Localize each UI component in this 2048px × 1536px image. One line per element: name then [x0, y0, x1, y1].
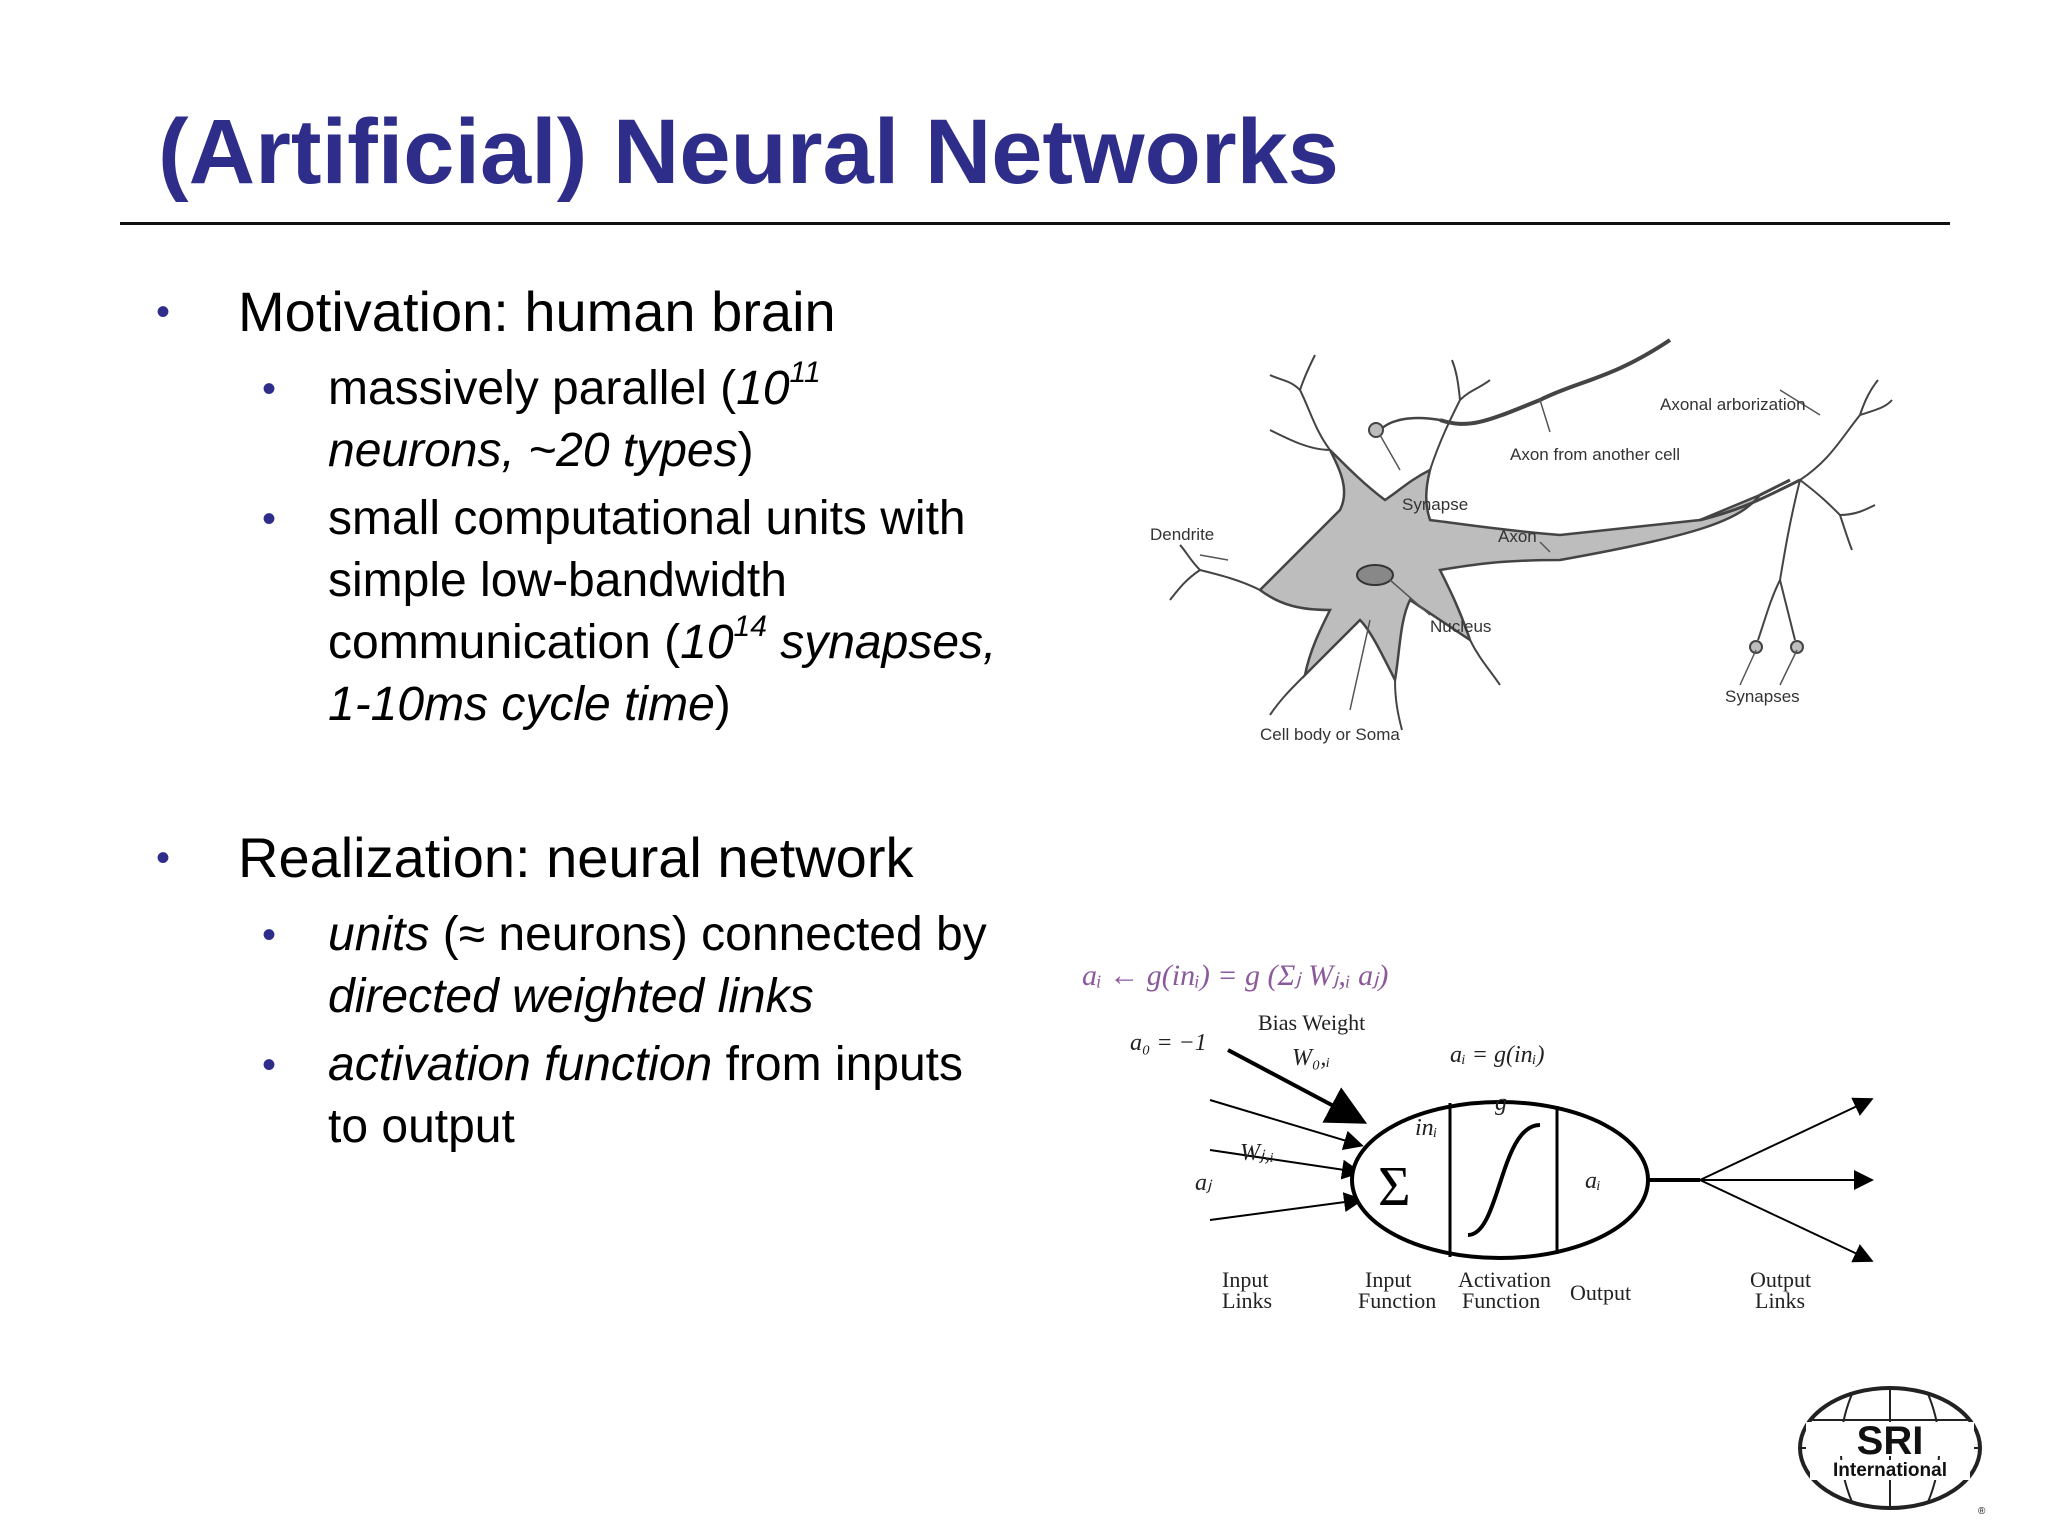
label-g: g: [1495, 1090, 1507, 1116]
input-link: [1209, 1192, 1364, 1221]
label-dendrite: Dendrite: [1150, 525, 1214, 544]
neuron-diagram: Axonal arborization Axon from another ce…: [1150, 338, 1893, 744]
label-axon-from-another-cell: Axon from another cell: [1510, 445, 1680, 464]
label-axonal-arborization: Axonal arborization: [1660, 395, 1806, 414]
bullet-list: • Motivation: human brain • massively pa…: [150, 280, 1010, 1164]
label-bias-weight: Bias Weight: [1258, 1010, 1365, 1035]
slide-title: (Artificial) Neural Networks: [158, 101, 1339, 203]
svg-text:Function: Function: [1462, 1288, 1540, 1313]
output-link: [1699, 1097, 1874, 1181]
synapse-knob: [1368, 422, 1384, 438]
logo-main-text: SRI: [1857, 1419, 1924, 1463]
label-a0: a₀ = −1: [1130, 1030, 1207, 1056]
activation-formula: aᵢ ← g(inᵢ) = g (Σⱼ Wⱼ,ᵢ aⱼ): [1082, 959, 1389, 992]
bullet-motivation: • Motivation: human brain: [150, 280, 1010, 344]
bullet-dot: •: [262, 1043, 277, 1087]
sri-logo: SRI International ®: [1798, 1386, 1986, 1517]
label-input-function: Input: [1365, 1267, 1411, 1292]
label-output-links: Output: [1750, 1267, 1811, 1292]
subbullet-units: • units (≈ neurons) connected by directe…: [150, 904, 1010, 1028]
output-link: [1699, 1179, 1874, 1263]
bullet-text: Realization: neural network: [238, 826, 914, 889]
title-rule: [120, 222, 1950, 225]
sigmoid-curve: [1467, 1123, 1541, 1237]
cell-body: [1258, 449, 1761, 684]
label-synapse: Synapse: [1402, 495, 1468, 514]
logo-registered-mark: ®: [1978, 1506, 1986, 1517]
bullet-text: Motivation: human brain: [238, 280, 836, 343]
label-axon: Axon: [1498, 527, 1537, 546]
bias-link: [1227, 1048, 1368, 1124]
label-input-links: Input: [1222, 1267, 1268, 1292]
nucleus: [1356, 564, 1394, 586]
incoming-axon: [1439, 338, 1672, 426]
sigma-symbol: Σ: [1378, 1156, 1411, 1218]
subbullet-activation: • activation function from inputs to out…: [150, 1034, 1010, 1158]
bullet-dot: •: [156, 836, 171, 880]
label-output: Output: [1570, 1280, 1631, 1305]
unit-diagram: Bias Weight W₀,ᵢ a₀ = −1 aᵢ = g(inᵢ) Wⱼ,…: [1130, 1010, 1874, 1313]
label-w0i: W₀,ᵢ: [1292, 1045, 1330, 1071]
label-ai: aᵢ: [1585, 1168, 1601, 1194]
bullet-dot: •: [262, 367, 277, 411]
bullet-dot: •: [262, 497, 277, 541]
label-nucleus: Nucleus: [1430, 617, 1491, 636]
label-aj: aⱼ: [1195, 1170, 1213, 1196]
label-activation-function: Activation: [1458, 1267, 1551, 1292]
svg-text:Links: Links: [1755, 1288, 1805, 1313]
bullet-dot: •: [262, 913, 277, 957]
label-ini: inᵢ: [1415, 1115, 1437, 1141]
bullet-dot: •: [156, 290, 171, 334]
label-ai-eq: aᵢ = g(inᵢ): [1450, 1042, 1544, 1068]
label-synapses: Synapses: [1725, 687, 1800, 706]
logo-sub-text: International: [1833, 1460, 1947, 1481]
svg-text:Links: Links: [1222, 1288, 1272, 1313]
input-link: [1209, 1099, 1364, 1150]
subbullet-computational-units: • small computational units with simple …: [150, 488, 1010, 736]
subbullet-parallel: • massively parallel (1011 neurons, ~20 …: [262, 356, 821, 478]
bullet-realization: • Realization: neural network: [150, 826, 1010, 890]
input-link: [1209, 1149, 1362, 1180]
svg-text:Function: Function: [1358, 1288, 1436, 1313]
label-cell-body: Cell body or Soma: [1260, 725, 1400, 744]
label-wji: Wⱼ,ᵢ: [1240, 1140, 1274, 1166]
